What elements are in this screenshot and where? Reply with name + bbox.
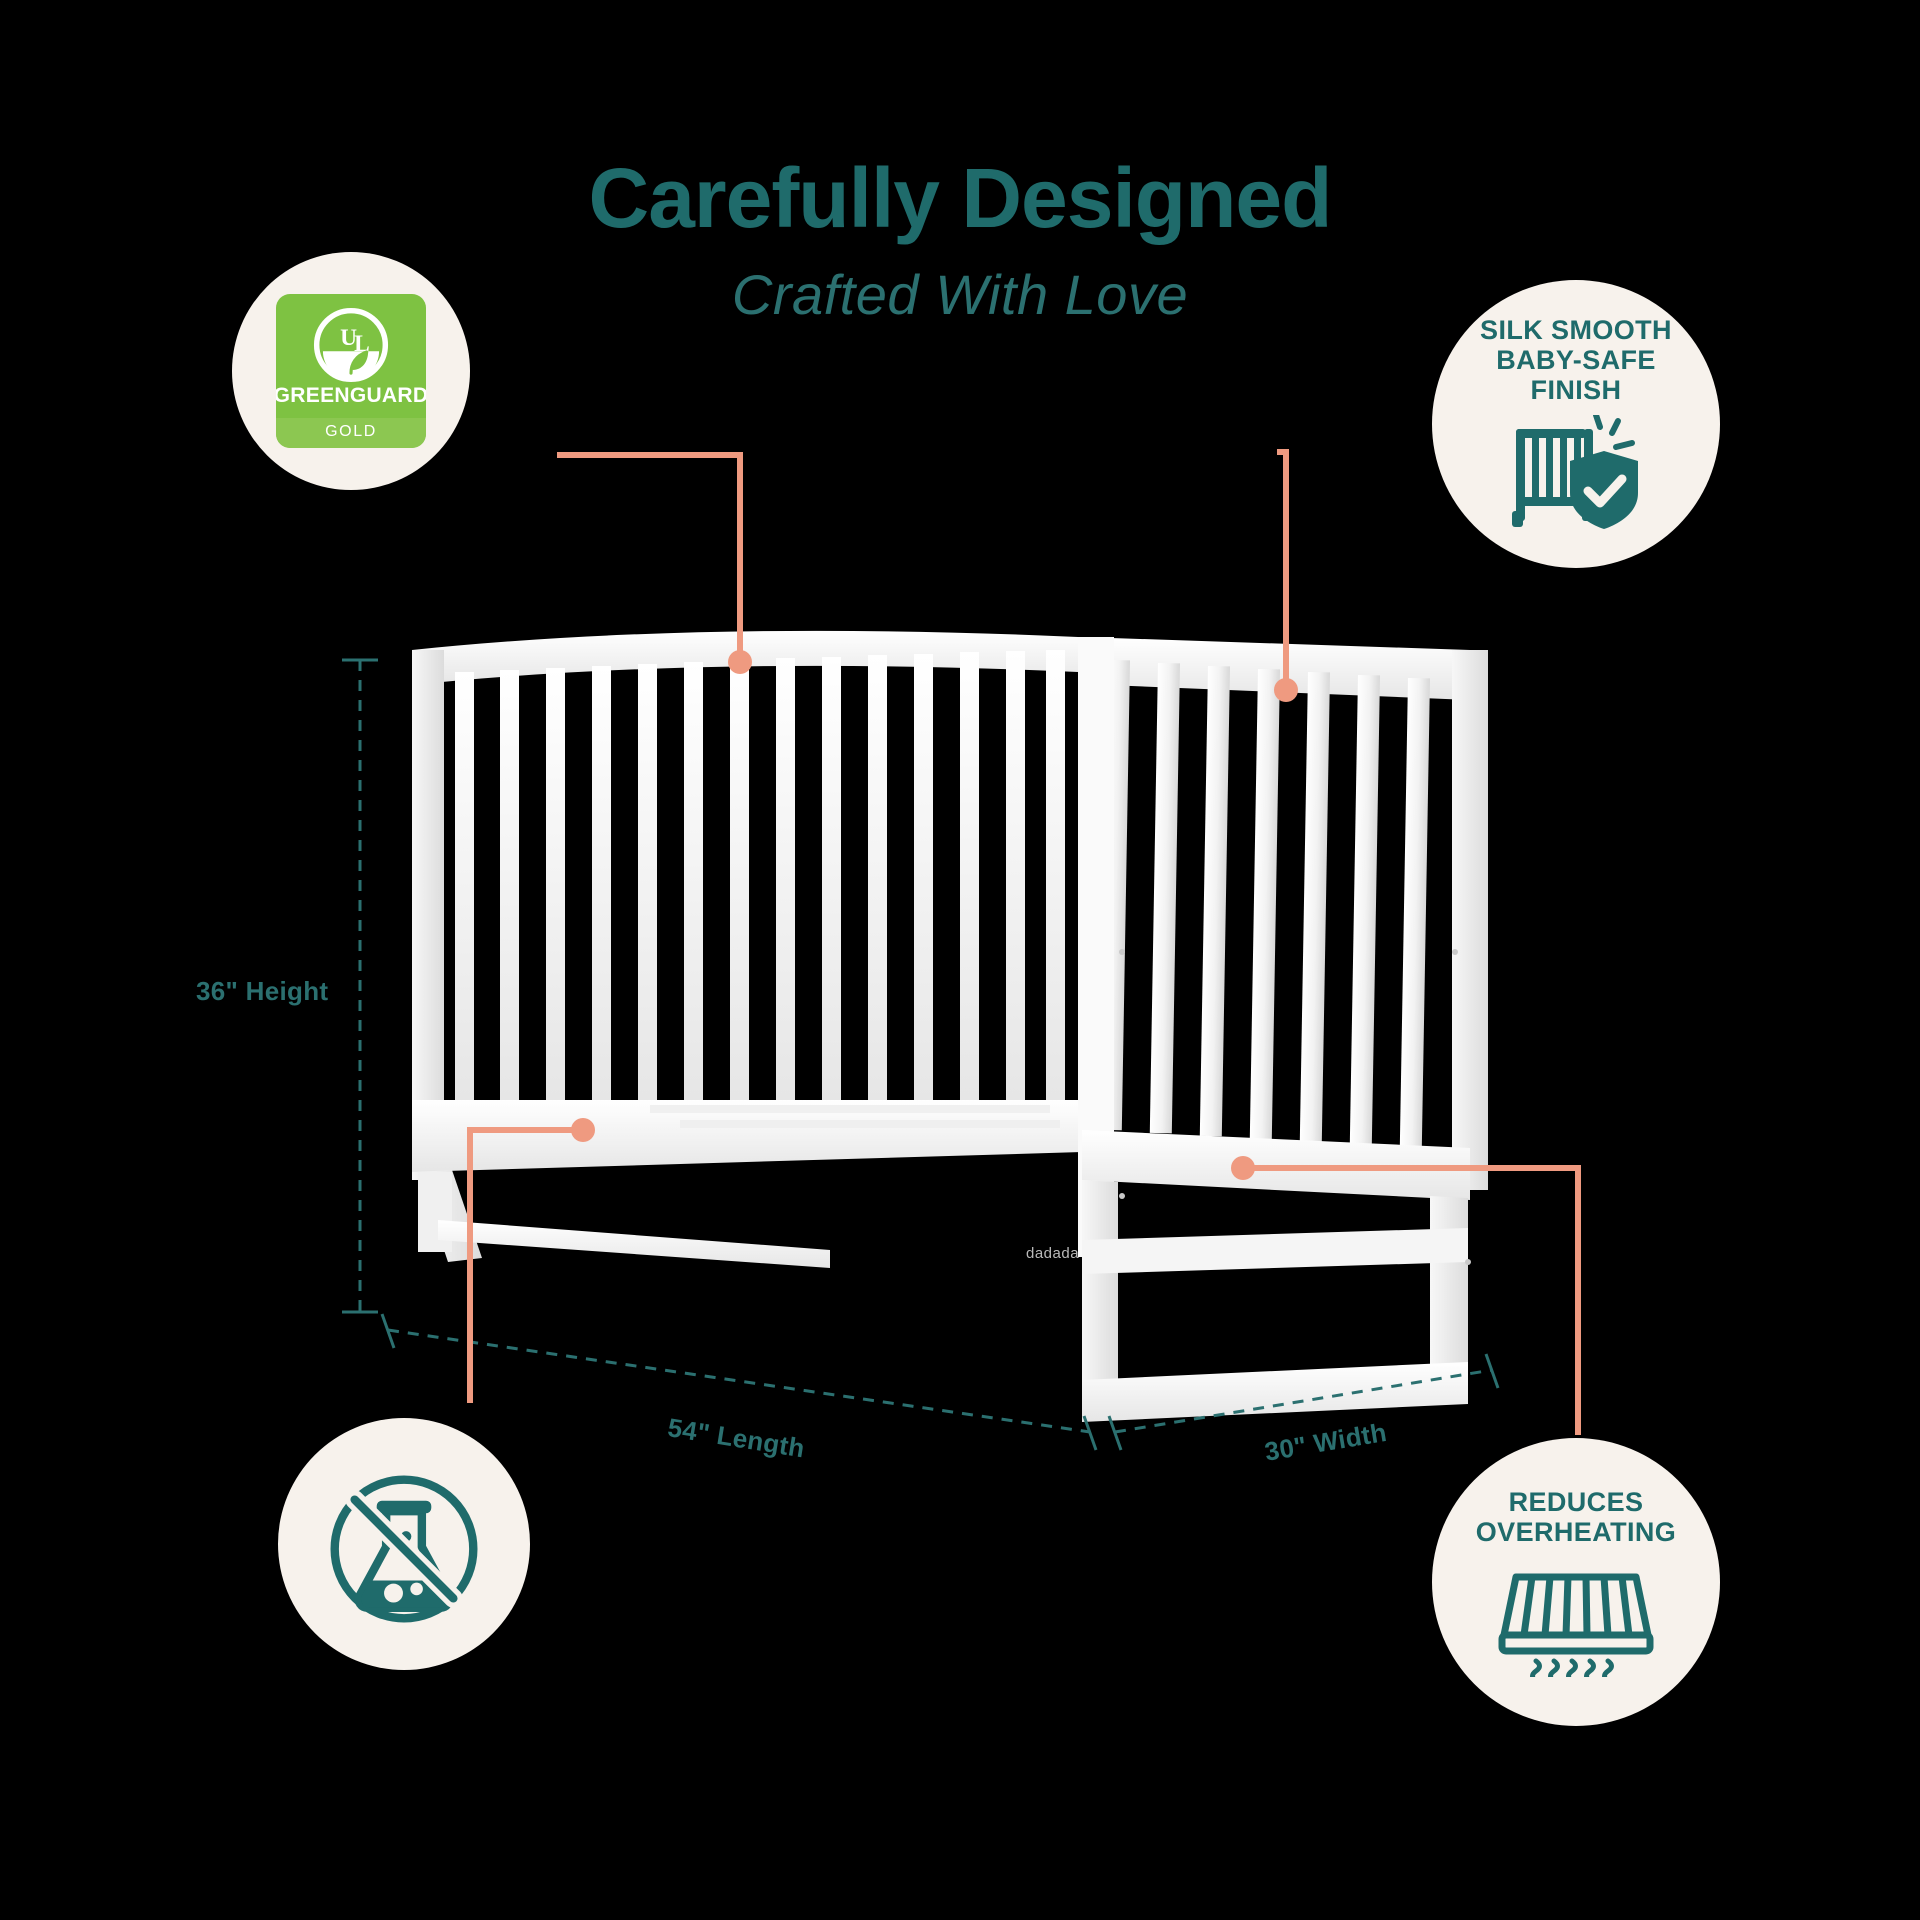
product-brandmark: dadada	[1026, 1245, 1080, 1262]
page-title: Carefully Designed	[588, 151, 1333, 245]
badge-silk-smooth-finish[interactable]: SILK SMOOTH BABY-SAFE FINISH	[1432, 280, 1720, 568]
badge-greenguard-gold[interactable]: U L GREENGUARD GOLD	[232, 252, 470, 490]
badge-overheat-label: REDUCES OVERHEATING	[1475, 1486, 1677, 1547]
ul-greenguard-leaf-icon: U L	[313, 307, 389, 383]
greenguard-logo: U L GREENGUARD GOLD	[276, 294, 426, 448]
no-chemicals-flask-icon	[320, 1465, 488, 1633]
badge-finish-label: SILK SMOOTH BABY-SAFE FINISH	[1480, 314, 1672, 406]
greenguard-wordmark: GREENGUARD	[276, 384, 426, 407]
height-dimension-label: 36" Height	[196, 976, 329, 1006]
page-subtitle: Crafted With Love	[731, 263, 1189, 326]
crib-shield-check-icon	[1506, 415, 1646, 533]
greenguard-tier: GOLD	[276, 418, 426, 448]
badge-reduces-overheating[interactable]: REDUCES OVERHEATING	[1432, 1438, 1720, 1726]
slatted-mattress-base-heat-icon	[1496, 1557, 1656, 1678]
svg-text:U: U	[340, 325, 357, 351]
badge-no-chemicals[interactable]	[278, 1418, 530, 1670]
